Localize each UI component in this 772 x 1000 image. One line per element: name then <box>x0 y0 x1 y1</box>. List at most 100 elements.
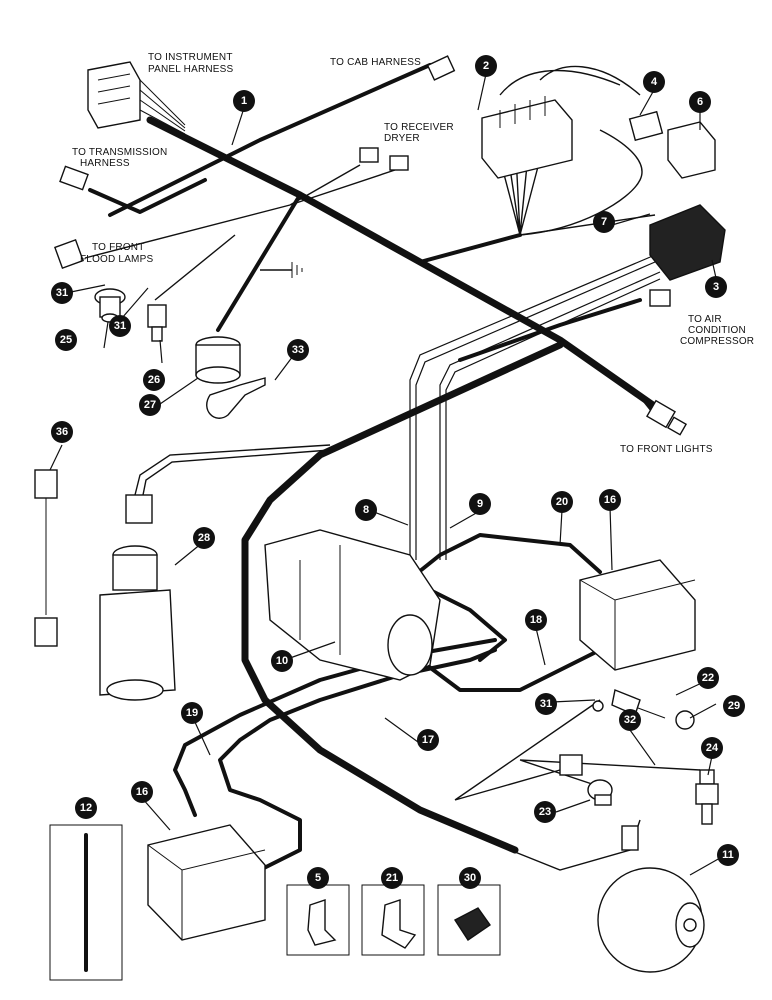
callout-24: 24 <box>701 737 723 759</box>
svg-text:24: 24 <box>706 742 719 754</box>
svg-text:19: 19 <box>186 707 198 719</box>
receiver-dryer-label-line2: DRYER <box>384 133 420 144</box>
callout-12: 12 <box>75 797 97 819</box>
svg-text:12: 12 <box>80 802 92 814</box>
svg-text:2: 2 <box>483 60 489 72</box>
sensor-leads <box>454 699 701 801</box>
callout-33: 33 <box>287 339 309 361</box>
wire-8b <box>415 261 656 560</box>
callout-1: 1 <box>233 90 255 112</box>
callout-29: 29 <box>723 695 745 717</box>
sensor-23-connector <box>559 754 583 776</box>
leader-lines <box>49 73 721 876</box>
instrument-panel-label-line1: TO INSTRUMENT <box>148 52 233 63</box>
solenoid-3 <box>649 204 726 281</box>
battery-16-right <box>579 559 696 671</box>
svg-text:23: 23 <box>539 806 551 818</box>
callout-25: 25 <box>55 329 77 351</box>
callout-26: 26 <box>143 369 165 391</box>
ground-symbol <box>291 262 303 278</box>
callout-3: 3 <box>705 276 727 298</box>
svg-text:1: 1 <box>241 95 247 107</box>
front-lights-connector <box>646 399 688 436</box>
connector-4 <box>628 110 664 142</box>
callout-9: 9 <box>469 493 491 515</box>
flood-lamp-wire <box>84 204 291 259</box>
alternator-lead <box>509 819 641 871</box>
transmission-connector <box>59 165 89 191</box>
sender-26 <box>147 304 167 342</box>
ac-compressor-label-line3: COMPRESSOR <box>680 336 754 347</box>
battery-16-left <box>147 824 266 941</box>
receiver-dryer-wire <box>289 164 396 206</box>
callout-17: 17 <box>417 729 439 751</box>
branch-27-wire <box>216 193 302 332</box>
svg-text:20: 20 <box>556 496 568 508</box>
svg-text:5: 5 <box>315 872 321 884</box>
front-lights-label: TO FRONT LIGHTS <box>620 444 713 455</box>
fuse-block-leads <box>494 134 656 236</box>
callout-23: 23 <box>534 801 556 823</box>
svg-text:6: 6 <box>697 96 703 108</box>
svg-text:21: 21 <box>386 872 398 884</box>
callout-36: 36 <box>51 421 73 443</box>
part-21-box <box>361 884 425 956</box>
fuse-loop-wire <box>499 65 641 96</box>
svg-text:27: 27 <box>144 399 156 411</box>
svg-text:25: 25 <box>60 334 72 346</box>
cap-29 <box>675 710 695 730</box>
relay-6 <box>667 121 716 179</box>
svg-text:11: 11 <box>722 849 734 861</box>
svg-text:31: 31 <box>114 320 126 332</box>
callout-16-right: 16 <box>599 489 621 511</box>
callout-27: 27 <box>139 394 161 416</box>
cab-harness-label: TO CAB HARNESS <box>330 57 421 68</box>
svg-text:16: 16 <box>604 494 616 506</box>
alternator-11 <box>597 867 705 973</box>
svg-text:31: 31 <box>540 698 552 710</box>
part-5-box <box>286 884 350 956</box>
sender-28-wire <box>134 444 331 496</box>
callout-31-mid: 31 <box>109 315 131 337</box>
svg-text:31: 31 <box>56 287 68 299</box>
receiver-dryer-connector-a <box>359 147 379 163</box>
sender-28-wire-b <box>142 449 331 496</box>
wire-8 <box>409 254 656 560</box>
ac-compressor-label-line2: CONDITION <box>688 325 746 336</box>
front-lights-wire <box>558 338 662 422</box>
svg-text:17: 17 <box>422 734 434 746</box>
callout-2: 2 <box>475 55 497 77</box>
svg-text:28: 28 <box>198 532 210 544</box>
alternator-connector <box>621 825 639 851</box>
callout-16-left: 16 <box>131 781 153 803</box>
svg-text:32: 32 <box>624 714 636 726</box>
cab-harness-connector <box>426 55 456 81</box>
flood-lamps-label-line2: FLOOD LAMPS <box>80 254 153 265</box>
svg-text:16: 16 <box>136 786 148 798</box>
instrument-panel-connector <box>87 61 186 135</box>
callout-28: 28 <box>193 527 215 549</box>
callout-32: 32 <box>619 709 641 731</box>
svg-text:26: 26 <box>148 374 160 386</box>
svg-text:10: 10 <box>276 655 288 667</box>
svg-text:29: 29 <box>728 700 740 712</box>
sender-28 <box>99 545 176 701</box>
callout-8: 8 <box>355 499 377 521</box>
callout-11: 11 <box>717 844 739 866</box>
callout-22: 22 <box>697 667 719 689</box>
callout-31-right: 31 <box>535 693 557 715</box>
callout-20: 20 <box>551 491 573 513</box>
flood-lamps-label-line1: TO FRONT <box>92 242 145 253</box>
callout-10: 10 <box>271 650 293 672</box>
sender-27 <box>195 336 241 384</box>
switch-25 <box>94 288 126 323</box>
ac-compressor-label-line1: TO AIR <box>688 314 722 325</box>
receiver-dryer-connector-b <box>389 155 409 171</box>
svg-text:36: 36 <box>56 426 68 438</box>
sensor-24 <box>695 769 719 825</box>
svg-text:30: 30 <box>464 872 476 884</box>
svg-text:18: 18 <box>530 614 542 626</box>
svg-text:9: 9 <box>477 498 483 510</box>
wire-9b <box>445 278 661 560</box>
